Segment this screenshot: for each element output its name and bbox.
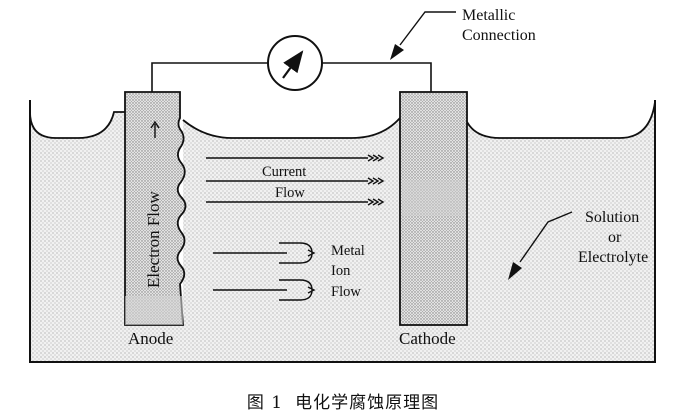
current-arrow-1-head-icon [367, 154, 385, 162]
metallic-leader-line [399, 11, 456, 46]
cathode-label: Cathode [399, 329, 456, 348]
metallic-label-line2: Connection [462, 27, 536, 44]
current-label-line1: Current [262, 164, 306, 180]
ion-label-line3: Flow [331, 284, 361, 300]
electrolyte-surface-right [466, 101, 656, 139]
current-arrow-2-head-icon [367, 177, 385, 185]
ion-label-line2: Ion [331, 263, 351, 279]
metallic-leader-arrow-icon [390, 44, 404, 60]
electrolyte-surface-left [29, 111, 125, 139]
current-flow-arrows [206, 154, 385, 206]
electrochemical-corrosion-diagram: Metallic Connection Electron Flow Curren… [29, 7, 656, 363]
solution-label-line1: Solution [585, 209, 639, 226]
ion-arrow-2-head-icon [279, 279, 316, 301]
metallic-label-line1: Metallic [462, 7, 515, 24]
electron-flow-arrow-icon [150, 120, 160, 138]
electrolyte-surface-middle [182, 117, 401, 139]
solution-leader-arrow-icon [508, 262, 522, 280]
metallic-connection-wire [151, 62, 432, 92]
figure-caption: 图 1 电化学腐蚀原理图 [0, 388, 686, 413]
solution-label-line3: Electrolyte [578, 249, 648, 266]
container-outline [29, 100, 656, 363]
ion-arrow-1-head-icon [279, 242, 316, 264]
current-arrow-3-head-icon [367, 198, 385, 206]
figure-title: 电化学腐蚀原理图 [295, 393, 440, 413]
anode-base-shading [125, 296, 183, 325]
current-label-line2: Flow [275, 185, 305, 201]
ion-flow-arrows [213, 242, 316, 301]
solution-leader-line [519, 211, 573, 263]
electron-flow-label: Electron Flow [144, 190, 163, 288]
anode-electrode [124, 91, 187, 326]
electrolyte-solution [30, 102, 655, 362]
galvanometer-needle-icon [282, 50, 304, 79]
figure-number: 图 1 [246, 393, 284, 413]
solution-label-line2: or [608, 229, 622, 246]
cathode-mid-shading [402, 180, 465, 216]
ion-label-line1: Metal [331, 243, 365, 259]
anode-label: Anode [128, 329, 173, 348]
